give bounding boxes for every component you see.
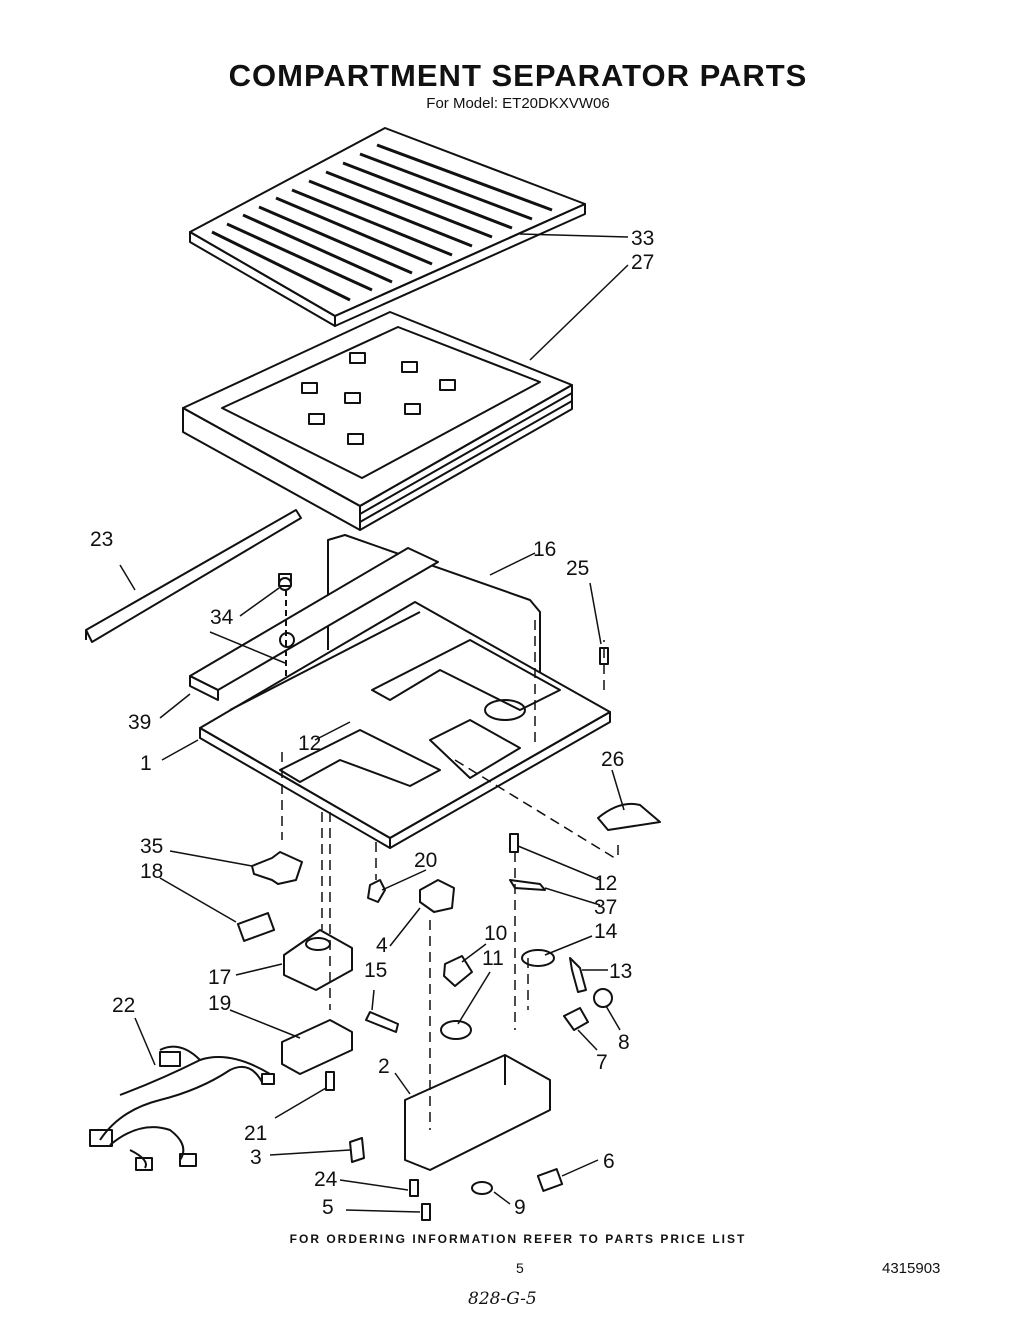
callout-14: 14 [594, 920, 618, 943]
part-33-grille [189, 127, 586, 327]
callout-9: 9 [514, 1196, 526, 1219]
callout-35: 35 [140, 835, 163, 858]
callout-labels: 33 27 23 16 25 34 39 12 1 26 35 18 20 12… [90, 227, 654, 1219]
model-subtitle: For Model: ET20DKXVW06 [426, 95, 610, 112]
part-15-tube [365, 1011, 399, 1033]
callout-21: 21 [244, 1122, 267, 1145]
part-22-harness [89, 1045, 275, 1171]
callout-20: 20 [414, 849, 437, 872]
part-34-screw [278, 573, 292, 587]
part-16-wire [327, 534, 541, 680]
callout-8: 8 [618, 1031, 630, 1054]
part-10-bracket [443, 955, 473, 987]
small-parts [236, 573, 613, 1221]
callout-23: 23 [90, 528, 113, 551]
part-37-clip [509, 879, 546, 891]
callout-5: 5 [322, 1196, 334, 1219]
callout-12: 12 [298, 732, 321, 755]
callout-2: 2 [378, 1055, 390, 1078]
page-number: 5 [516, 1260, 524, 1276]
callout-39: 39 [128, 711, 151, 734]
callout-25: 25 [566, 557, 589, 580]
part-1-pan [199, 601, 611, 849]
callout-13: 13 [609, 960, 632, 983]
callout-16: 16 [533, 538, 556, 561]
callout-37: 37 [594, 896, 617, 919]
callout-24: 24 [314, 1168, 338, 1191]
callout-18: 18 [140, 860, 163, 883]
document-number: 4315903 [882, 1260, 941, 1277]
callout-10: 10 [484, 922, 507, 945]
part-17-housing [283, 929, 353, 991]
part-19-housing [281, 1019, 353, 1075]
assembly-lines [281, 620, 619, 1130]
part-35-knob [251, 851, 303, 885]
ordering-note: FOR ORDERING INFORMATION REFER TO PARTS … [289, 1232, 747, 1246]
page-title: COMPARTMENT SEPARATOR PARTS [228, 58, 808, 93]
handwritten-note: 828-G-5 [468, 1289, 537, 1309]
callout-17: 17 [208, 966, 231, 989]
callout-3: 3 [250, 1146, 262, 1169]
callout-4: 4 [376, 934, 388, 957]
part-5-screw [421, 1203, 431, 1221]
callout-11: 11 [482, 947, 504, 970]
part-25-screw [599, 647, 609, 665]
part-18-bezel [236, 912, 276, 942]
callout-26: 26 [601, 748, 624, 771]
part-20-switch [367, 879, 386, 903]
callout-6: 6 [603, 1150, 615, 1173]
part-2-control-box [404, 1054, 551, 1171]
callout-19: 19 [208, 992, 231, 1015]
callout-15: 15 [364, 959, 387, 982]
part-8-bulb [593, 988, 613, 1008]
part-13-tube [569, 957, 587, 993]
part-9-plug [471, 1181, 493, 1195]
leader-lines [119, 233, 629, 1213]
part-12-screw [509, 833, 519, 853]
part-14-socket [521, 949, 555, 967]
part-24-screw [409, 1179, 419, 1197]
callout-1: 1 [140, 752, 152, 775]
callout-22: 22 [112, 994, 135, 1017]
part-27-frame [182, 311, 573, 531]
part-21-screw [325, 1071, 335, 1091]
part-7-lamp-socket [563, 1007, 589, 1031]
part-26-cover [597, 802, 661, 831]
part-11-knob [440, 1020, 472, 1040]
callout-7: 7 [596, 1051, 608, 1074]
part-6-switch [536, 1168, 564, 1192]
part-4-thermostat [419, 879, 455, 913]
callout-34: 34 [210, 606, 234, 629]
part-3-clip [349, 1137, 365, 1163]
callout-33: 33 [631, 227, 654, 250]
callout-27: 27 [631, 251, 654, 274]
part-23-strip [85, 509, 302, 643]
callout-12b: 12 [594, 872, 617, 895]
